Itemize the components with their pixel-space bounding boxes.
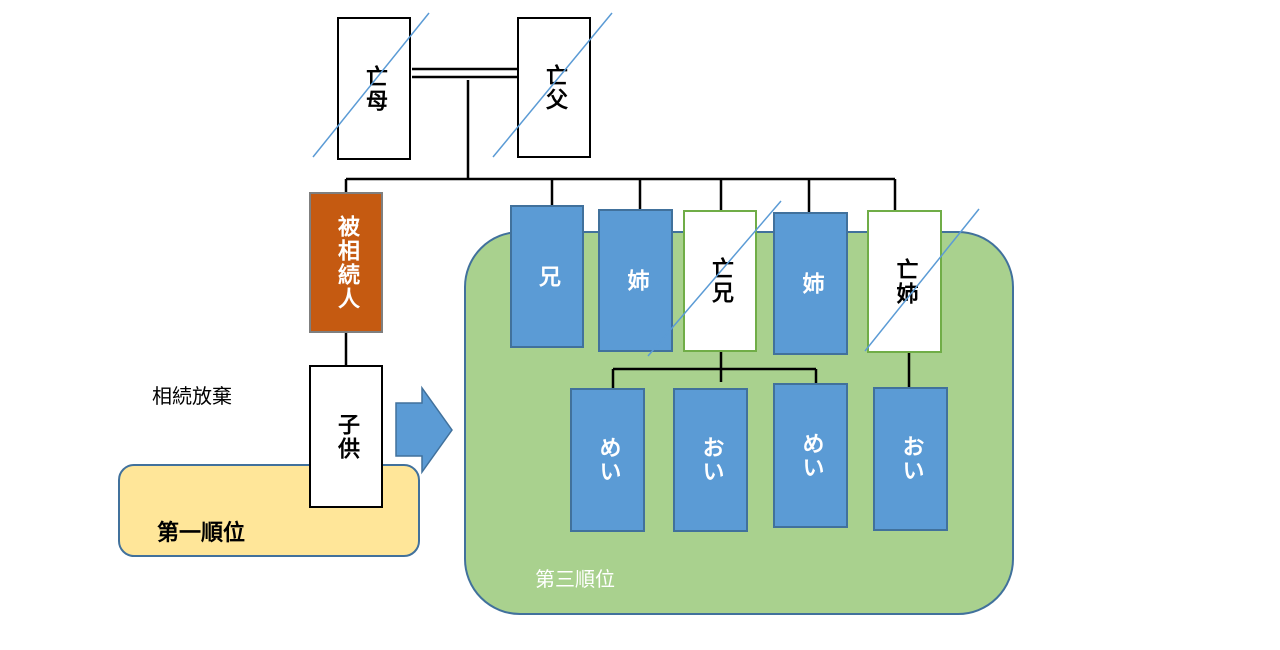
decedent-box: 被相続人 [309, 192, 383, 333]
arrow-right-icon [395, 385, 453, 475]
sibling-deceased-sister: 亡姉 [867, 210, 942, 353]
sibling-brother-1: 兄 [510, 205, 584, 348]
nephew-box-2: おい [873, 387, 948, 531]
first-rank-label: 第一順位 [157, 521, 246, 546]
niece-box-2: めい [773, 383, 848, 528]
sibling-deceased-brother: 亡兄 [683, 210, 757, 352]
third-rank-label: 第三順位 [535, 567, 615, 591]
renunciation-label: 相続放棄 [152, 384, 232, 408]
sibling-sister-1: 姉 [598, 209, 673, 352]
sibling-sister-2: 姉 [773, 212, 848, 355]
mother-box: 亡母 [337, 17, 411, 160]
niece-box-1: めい [570, 388, 645, 532]
nephew-box-1: おい [673, 388, 748, 532]
father-box: 亡父 [517, 17, 591, 158]
child-box: 子供 [309, 365, 383, 508]
